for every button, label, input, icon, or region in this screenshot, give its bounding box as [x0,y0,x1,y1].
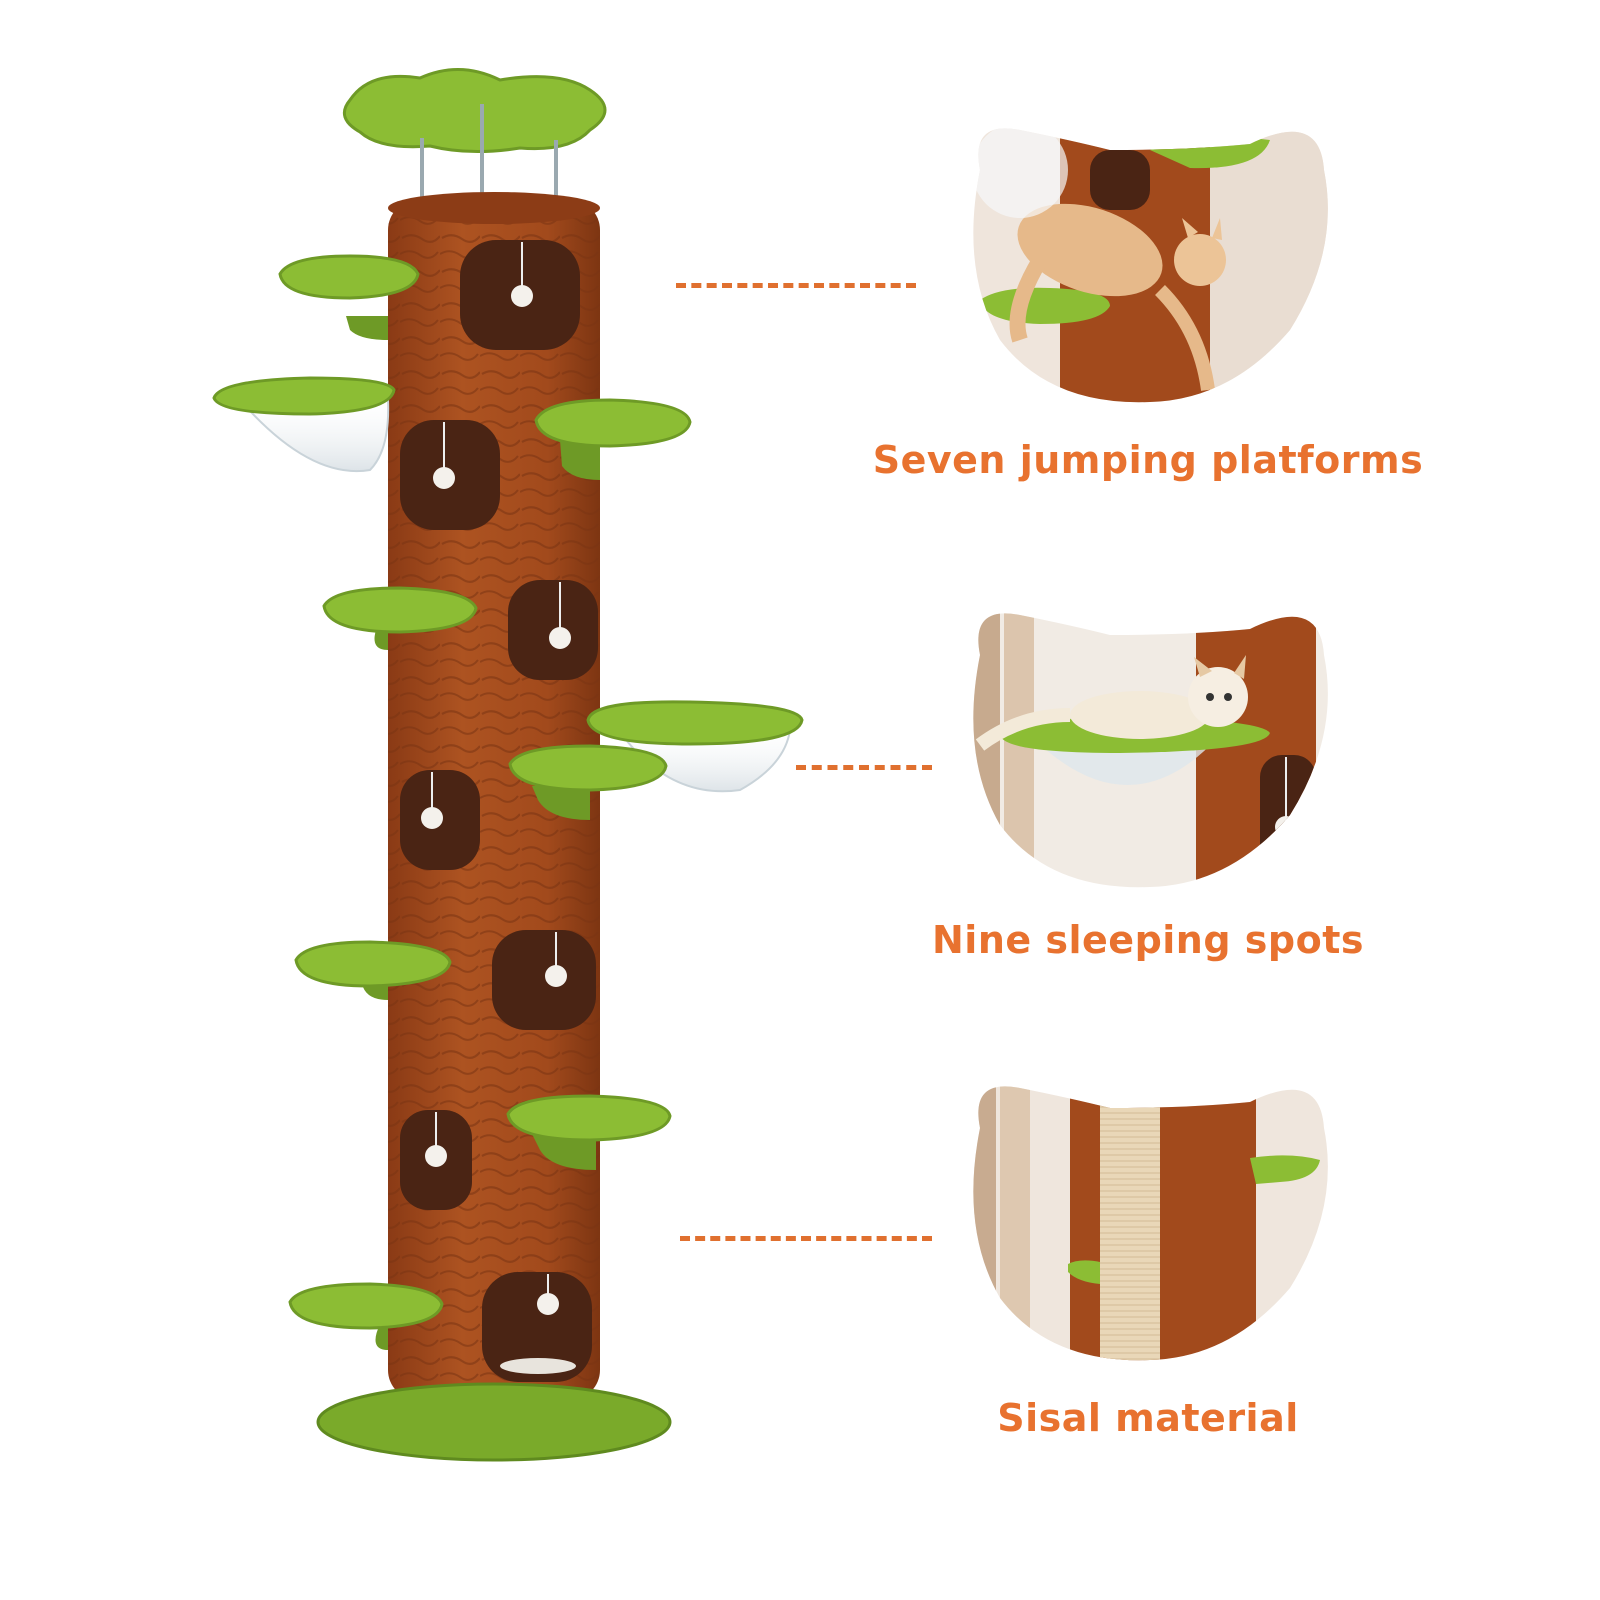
connector-line [796,765,932,770]
hammock-bowl-upper [212,376,396,473]
hole-with-toy [492,930,596,1030]
feature-label-sleeping: Nine sleeping spots [932,918,1364,962]
feature-label-platforms: Seven jumping platforms [872,438,1424,482]
hole-with-toy [460,240,580,350]
connector-line [676,283,916,288]
feature-photo-sisal [973,1086,1328,1361]
cat-tree-tower [212,68,804,1462]
jumping-platform [506,1094,672,1170]
jumping-platform [534,398,692,480]
hammock-bowl-middle [586,700,804,793]
connector-line [680,1236,932,1241]
jumping-platform [294,940,452,1000]
jumping-platform [508,744,668,820]
jumping-platform [322,586,478,650]
top-cloud-platform [342,68,607,154]
hole-with-toy [508,580,598,680]
jumping-platform [278,254,420,340]
feature-photo-sleeping [973,613,1328,888]
base-platform [316,1382,672,1462]
jumping-platform [288,1282,444,1350]
hole-with-toy [400,1110,472,1210]
feature-photo-jumping [973,128,1328,403]
hole-with-toy [482,1272,592,1382]
hole-with-toy [400,420,500,530]
feature-label-sisal: Sisal material [997,1396,1299,1440]
hole-with-toy [400,770,480,870]
